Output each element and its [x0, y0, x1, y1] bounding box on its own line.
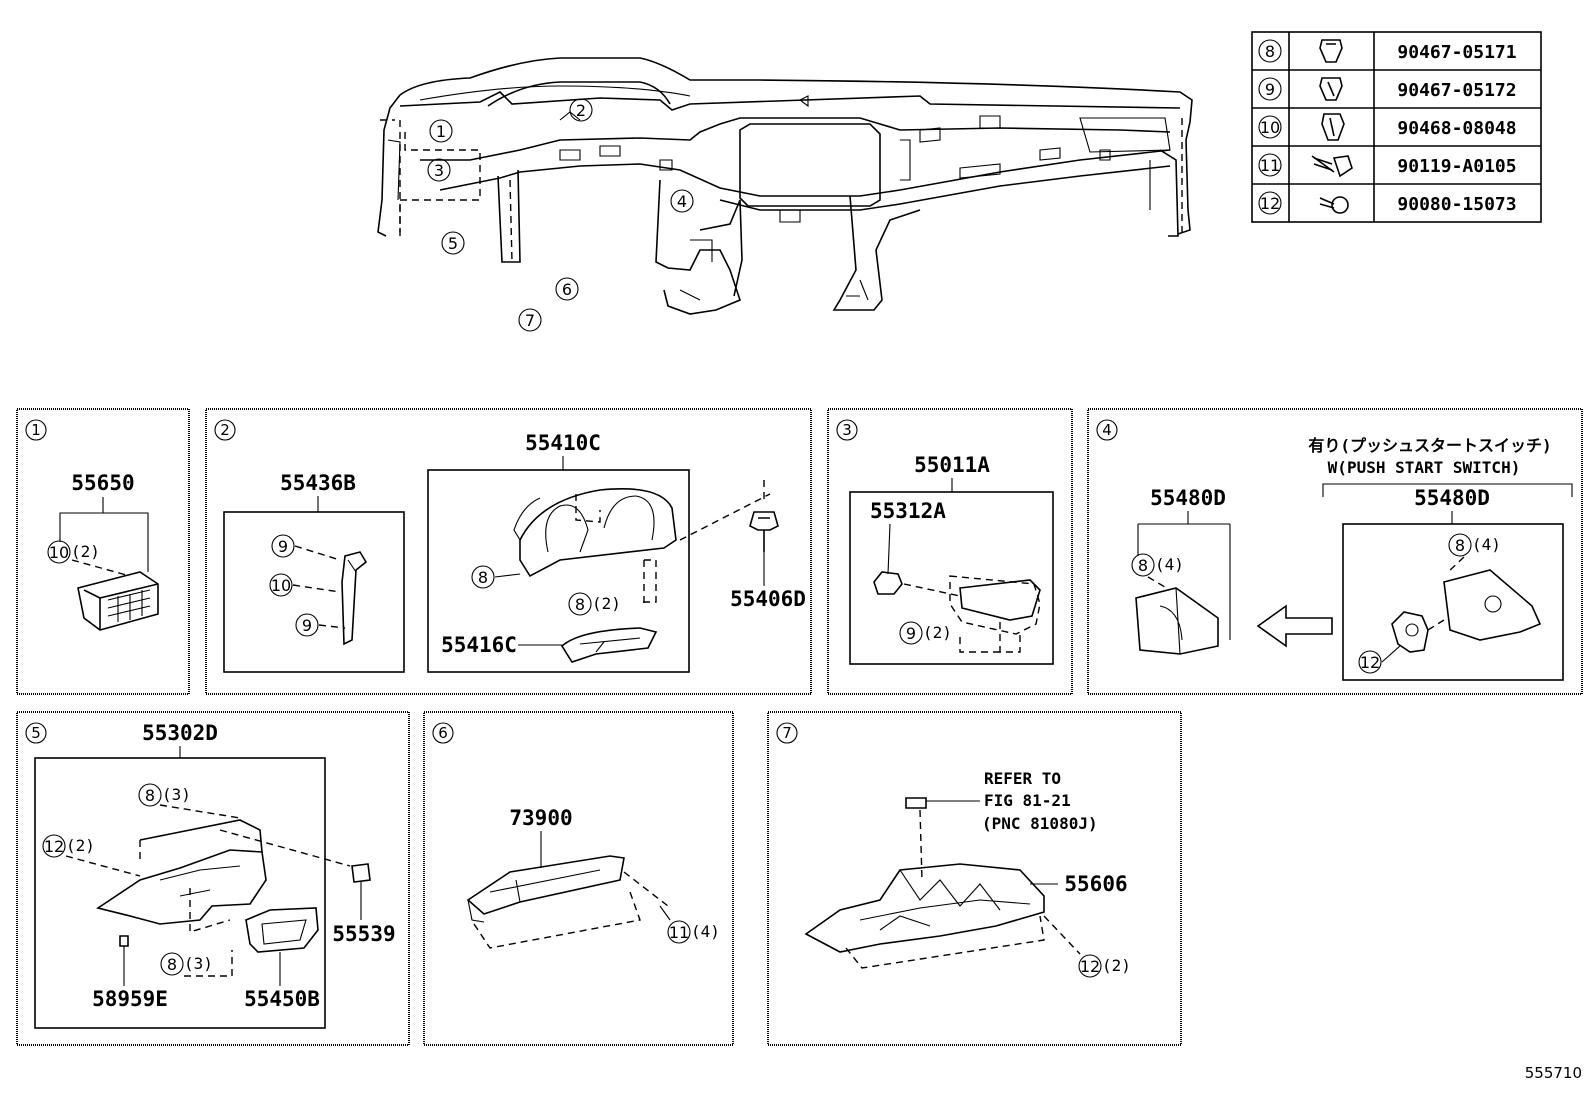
- svg-text:90080-15073: 90080-15073: [1397, 194, 1516, 215]
- dashboard-overview: [377, 57, 1193, 315]
- svg-text:8: 8: [1138, 556, 1148, 575]
- part-label[interactable]: 55436B: [280, 471, 356, 495]
- svg-text:7: 7: [782, 724, 792, 742]
- svg-text:(4): (4): [1472, 535, 1501, 554]
- svg-text:1: 1: [31, 421, 41, 439]
- svg-text:(2): (2): [592, 594, 621, 613]
- svg-text:9: 9: [1265, 80, 1275, 99]
- part-label[interactable]: 55416C: [441, 633, 517, 657]
- svg-text:5: 5: [31, 724, 41, 742]
- callout-5[interactable]: 5: [441, 231, 465, 255]
- svg-text:4: 4: [1102, 421, 1112, 439]
- panel-3: 3 55011A 55312A 9 (2): [827, 408, 1073, 695]
- callout-7[interactable]: 7: [518, 308, 542, 332]
- svg-text:8: 8: [167, 955, 177, 974]
- svg-text:3: 3: [842, 421, 852, 439]
- panel-2: 2 55436B 9 10 9 55410C 8 8 (2) 55416C 55…: [205, 408, 812, 695]
- svg-text:3: 3: [434, 161, 444, 180]
- svg-text:8: 8: [575, 595, 585, 614]
- overview-callouts: 1 2 3 4 5 6 7: [427, 98, 694, 332]
- svg-text:6: 6: [562, 280, 572, 299]
- svg-text:12: 12: [1080, 957, 1100, 976]
- cross-reference[interactable]: FIG 81-21: [984, 791, 1071, 810]
- svg-text:4: 4: [677, 192, 687, 211]
- svg-text:10: 10: [49, 543, 69, 562]
- part-label[interactable]: 58959E: [92, 987, 168, 1011]
- svg-text:(3): (3): [184, 954, 213, 973]
- svg-text:8: 8: [1455, 536, 1465, 555]
- svg-text:6: 6: [438, 724, 448, 742]
- part-label[interactable]: 55480D: [1150, 486, 1226, 510]
- panel-1: 1 55650 10 (2): [16, 408, 190, 695]
- svg-text:7: 7: [525, 311, 535, 330]
- svg-text:2: 2: [220, 421, 230, 439]
- callout-4[interactable]: 4: [670, 189, 694, 213]
- svg-text:12: 12: [1360, 653, 1380, 672]
- table-row: 11 90119-A0105: [1258, 153, 1517, 178]
- part-label[interactable]: 55539: [332, 922, 395, 946]
- cross-reference: REFER TO: [984, 769, 1061, 788]
- part-label[interactable]: 55406D: [730, 587, 806, 611]
- svg-text:8: 8: [478, 568, 488, 587]
- part-label[interactable]: 55650: [71, 471, 134, 495]
- figure-id: 555710: [1525, 1064, 1582, 1082]
- part-label[interactable]: 55312A: [870, 499, 946, 523]
- svg-text:9: 9: [302, 616, 312, 635]
- svg-text:9: 9: [906, 624, 916, 643]
- panel-7: 7 REFER TO FIG 81-21 (PNC 81080J) 55606 …: [767, 711, 1182, 1046]
- callout-2[interactable]: 2: [569, 98, 593, 122]
- callout-6[interactable]: 6: [555, 277, 579, 301]
- table-row: 12 90080-15073: [1258, 191, 1517, 215]
- callout-1[interactable]: 1: [429, 119, 453, 143]
- part-label[interactable]: 55011A: [914, 453, 990, 477]
- svg-text:90119-A0105: 90119-A0105: [1397, 156, 1516, 177]
- panel-6: 6 73900 11 (4): [423, 711, 734, 1046]
- svg-text:8: 8: [145, 786, 155, 805]
- svg-text:90468-08048: 90468-08048: [1397, 118, 1516, 139]
- table-row: 10 90468-08048: [1258, 113, 1517, 141]
- part-label[interactable]: 73900: [509, 806, 572, 830]
- svg-text:(4): (4): [1155, 555, 1184, 574]
- table-row: 8 90467-05171: [1258, 39, 1517, 63]
- svg-text:(2): (2): [923, 623, 952, 642]
- panel-5: 5 55302D 8 (3) 12 (2) 55539 58959E 55450…: [16, 711, 410, 1046]
- svg-text:10: 10: [271, 576, 291, 595]
- svg-text:8: 8: [1265, 42, 1275, 61]
- svg-text:(3): (3): [162, 785, 191, 804]
- svg-text:(2): (2): [66, 836, 95, 855]
- svg-text:90467-05172: 90467-05172: [1397, 80, 1516, 101]
- svg-text:(2): (2): [71, 542, 100, 561]
- svg-text:90467-05171: 90467-05171: [1397, 42, 1516, 63]
- part-label[interactable]: 55450B: [244, 987, 320, 1011]
- svg-text:5: 5: [448, 234, 458, 253]
- part-label[interactable]: 55302D: [142, 721, 218, 745]
- svg-text:1: 1: [436, 122, 446, 141]
- part-label[interactable]: 55606: [1064, 872, 1127, 896]
- svg-text:12: 12: [44, 837, 64, 856]
- table-row: 9 90467-05172: [1258, 77, 1517, 101]
- panel-4: 4 有り(プッシュスタートスイッチ) W(PUSH START SWITCH) …: [1087, 408, 1583, 695]
- svg-text:9: 9: [278, 537, 288, 556]
- variant-note: 有り(プッシュスタートスイッチ): [1308, 436, 1551, 455]
- part-label[interactable]: 55480D: [1414, 486, 1490, 510]
- part-label[interactable]: 55410C: [525, 431, 601, 455]
- svg-text:12: 12: [1260, 194, 1280, 213]
- cross-reference: (PNC 81080J): [982, 814, 1098, 833]
- callout-3[interactable]: 3: [427, 158, 451, 182]
- svg-text:10: 10: [1260, 118, 1280, 137]
- variant-note: W(PUSH START SWITCH): [1328, 458, 1521, 477]
- svg-text:(4): (4): [691, 922, 720, 941]
- svg-text:2: 2: [576, 101, 586, 120]
- fastener-table: 8 90467-05171 9 90467-05172 10 90468-080…: [1251, 31, 1542, 223]
- svg-text:11: 11: [669, 923, 689, 942]
- svg-text:11: 11: [1260, 156, 1280, 175]
- svg-text:(2): (2): [1102, 956, 1131, 975]
